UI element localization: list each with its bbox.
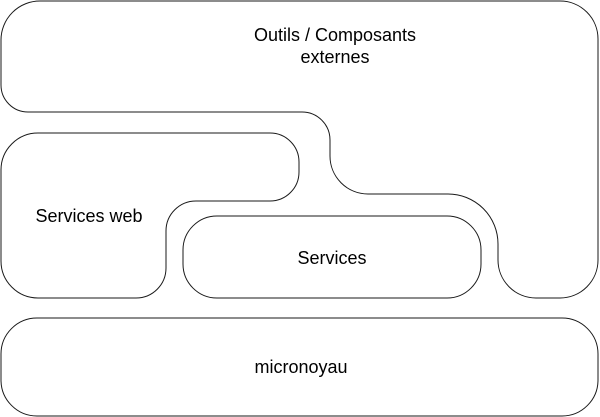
external-tools-block bbox=[0, 0, 599, 299]
external-tools-label-line1: Outils / Composants bbox=[254, 25, 416, 45]
external-tools-label-line2: externes bbox=[300, 47, 369, 67]
services-block bbox=[182, 215, 482, 299]
web-services-block bbox=[0, 132, 300, 299]
microkernel-block bbox=[0, 317, 599, 417]
services-label: Services bbox=[297, 248, 366, 268]
microkernel-label: micronoyau bbox=[254, 357, 347, 377]
web-services-label: Services web bbox=[35, 206, 142, 226]
